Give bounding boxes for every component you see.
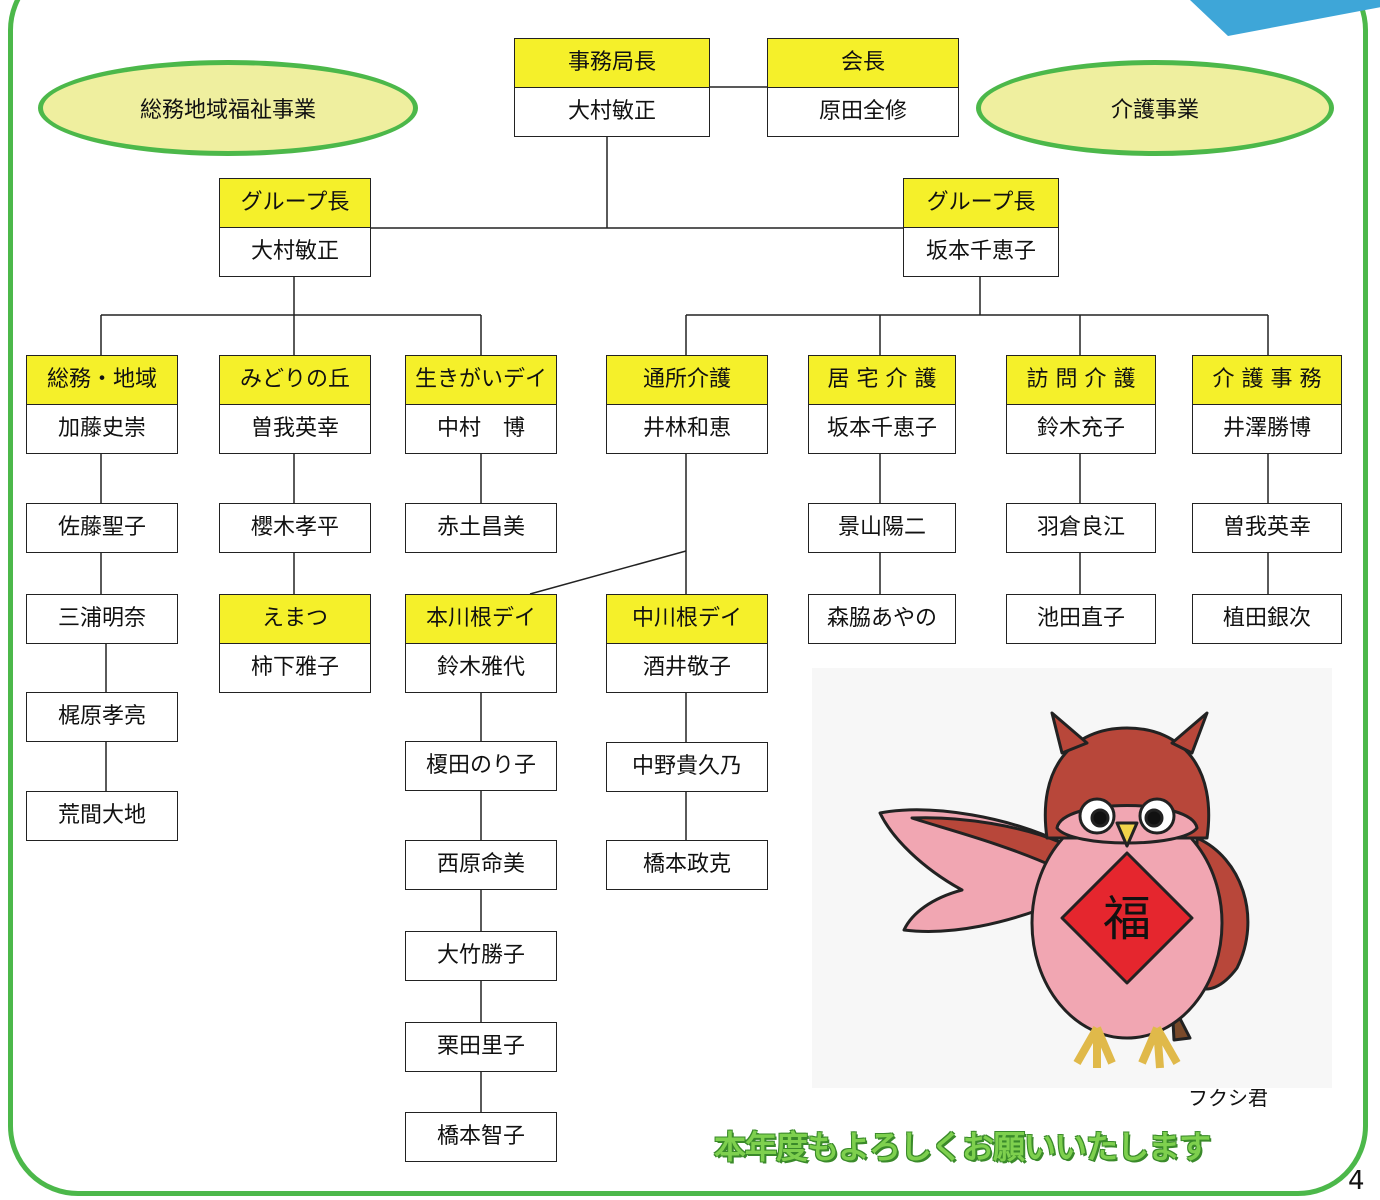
role-label: 通所介護	[607, 356, 767, 405]
owl-mascot-icon: 福	[878, 711, 1250, 1069]
page-frame	[8, 0, 1368, 1196]
role-label: 居 宅 介 護	[809, 356, 955, 405]
person-name: 大村敏正	[567, 99, 656, 124]
box-chair: 会長 原田全修	[767, 38, 959, 137]
role-label: 訪 問 介 護	[1007, 356, 1155, 405]
box-unit-jimu: 介 護 事 務 井澤勝博	[1192, 355, 1342, 454]
box-unit-houmon: 訪 問 介 護 鈴木充子	[1006, 355, 1156, 454]
section-ellipse-care: 介護事業	[976, 60, 1334, 156]
member-box: 森脇あやの	[808, 594, 956, 644]
role-label: 会長	[768, 39, 958, 88]
mascot-caption: フクシ君	[1188, 1086, 1268, 1110]
member-box: 佐藤聖子	[26, 503, 178, 553]
role-label: 事務局長	[515, 39, 709, 88]
member-box: 三浦明奈	[26, 594, 178, 644]
person-name: 井林和恵	[642, 416, 731, 441]
member-box: 栗田里子	[405, 1022, 557, 1072]
person-name: 鈴木雅代	[436, 655, 525, 680]
person-name: 酒井敬子	[642, 655, 731, 680]
box-unit-tsusho: 通所介護 井林和恵	[606, 355, 768, 454]
box-unit-soumu: 総務・地域 加藤史崇	[26, 355, 178, 454]
role-label: 中川根デイ	[607, 595, 767, 644]
role-label: みどりの丘	[220, 356, 370, 405]
box-unit-ematsu: えまつ 柿下雅子	[219, 594, 371, 693]
box-unit-ikigai: 生きがいデイ 中村 博	[405, 355, 557, 454]
person-name: 坂本千恵子	[826, 416, 937, 441]
member-box: 梶原孝亮	[26, 692, 178, 742]
role-label: 生きがいデイ	[406, 356, 556, 405]
page-number: 4	[1348, 1166, 1365, 1196]
role-label: 総務・地域	[27, 356, 177, 405]
box-unit-midori: みどりの丘 曽我英幸	[219, 355, 371, 454]
person-name: 鈴木充子	[1036, 416, 1125, 441]
member-box: 荒間大地	[26, 791, 178, 841]
owl-mascot-illustration: 福	[812, 668, 1332, 1088]
box-unit-kyotaku: 居 宅 介 護 坂本千恵子	[808, 355, 956, 454]
person-name: 加藤史崇	[57, 416, 146, 441]
member-box: 中野貴久乃	[606, 742, 768, 792]
box-group-leader-left: グループ長 大村敏正	[219, 178, 371, 277]
member-box: 赤土昌美	[405, 503, 557, 553]
box-unit-nakakawane: 中川根デイ 酒井敬子	[606, 594, 768, 693]
section-ellipse-general: 総務地域福祉事業	[38, 60, 418, 156]
member-box: 大竹勝子	[405, 931, 557, 981]
section-ellipse-general-label: 総務地域福祉事業	[139, 98, 316, 123]
role-label: グループ長	[904, 179, 1058, 228]
box-group-leader-right: グループ長 坂本千恵子	[903, 178, 1059, 277]
member-box: 橋本智子	[405, 1112, 557, 1162]
section-ellipse-care-label: 介護事業	[1110, 98, 1199, 123]
person-name: 曽我英幸	[250, 416, 339, 441]
slogan-text: 本年度もよろしくお願いいたします	[714, 1128, 1211, 1166]
person-name: 大村敏正	[250, 239, 339, 264]
person-name: 原田全修	[818, 99, 907, 124]
member-box: 羽倉良江	[1006, 503, 1156, 553]
member-box: 植田銀次	[1192, 594, 1342, 644]
role-label: えまつ	[220, 595, 370, 644]
member-box: 景山陽二	[808, 503, 956, 553]
badge-glyph: 福	[1103, 891, 1151, 947]
role-label: 本川根デイ	[406, 595, 556, 644]
person-name: 中村 博	[436, 416, 525, 441]
member-box: 池田直子	[1006, 594, 1156, 644]
member-box: 橋本政克	[606, 840, 768, 890]
member-box: 曽我英幸	[1192, 503, 1342, 553]
box-secretary: 事務局長 大村敏正	[514, 38, 710, 137]
member-box: 西原命美	[405, 840, 557, 890]
role-label: グループ長	[220, 179, 370, 228]
member-box: 榎田のり子	[405, 741, 557, 791]
role-label: 介 護 事 務	[1193, 356, 1341, 405]
box-unit-motokawane: 本川根デイ 鈴木雅代	[405, 594, 557, 693]
member-box: 櫻木孝平	[219, 503, 371, 553]
person-name: 井澤勝博	[1222, 416, 1311, 441]
person-name: 坂本千恵子	[925, 239, 1036, 264]
person-name: 柿下雅子	[250, 655, 339, 680]
